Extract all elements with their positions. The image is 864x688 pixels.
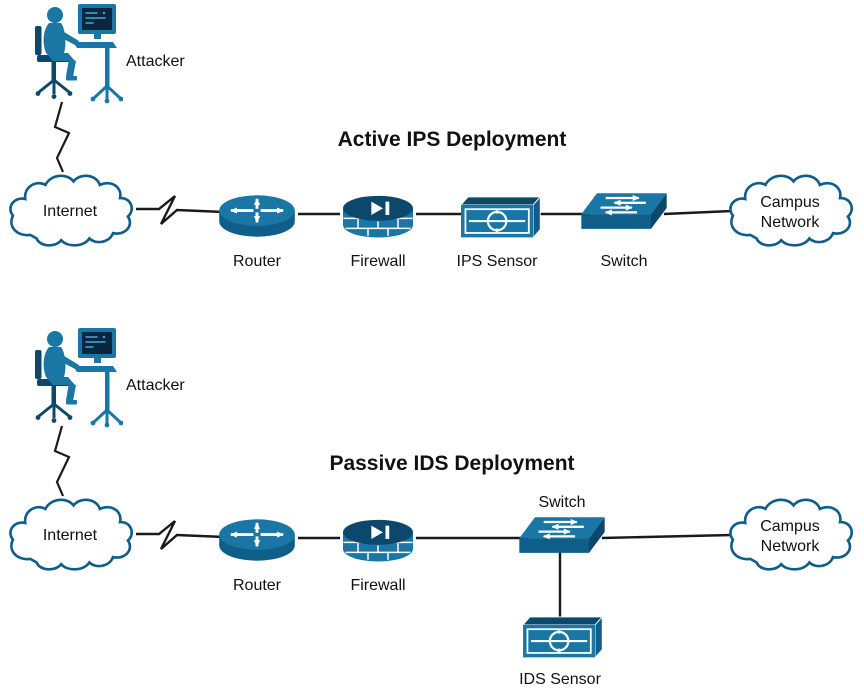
router-icon: [219, 195, 295, 236]
switch-label: Switch: [538, 494, 585, 511]
attacker-label: Attacker: [126, 377, 185, 394]
switch-campus-link: [601, 533, 733, 540]
attack-bolt-icon: [53, 425, 71, 497]
switch-campus-link: [663, 209, 733, 216]
firewall-icon: [342, 195, 414, 239]
firewall-label: Firewall: [350, 253, 405, 270]
internet-label: Internet: [43, 203, 98, 220]
campus-label-line2: Network: [761, 538, 821, 555]
router-label: Router: [233, 577, 282, 594]
attacker-icon: [33, 2, 123, 104]
ips-sensor-label: IPS Sensor: [457, 253, 539, 270]
switch-icon: [581, 193, 666, 229]
attack-bolt-icon: [53, 101, 71, 173]
internet-router-link: [136, 520, 225, 550]
internet-label: Internet: [43, 527, 98, 544]
internet-router-link: [136, 195, 225, 225]
passive-diagram-title: Passive IDS Deployment: [329, 452, 574, 475]
campus-label-line1: Campus: [760, 518, 820, 535]
firewall-icon: [342, 519, 414, 563]
ids-sensor-icon: [521, 615, 604, 659]
router-label: Router: [233, 253, 282, 270]
switch-label: Switch: [600, 253, 647, 270]
active-diagram-title: Active IPS Deployment: [338, 128, 567, 151]
attacker-icon: [33, 326, 123, 428]
attacker-label: Attacker: [126, 53, 185, 70]
active-ips-diagram: Active IPS Deployment Attacker Internet …: [9, 2, 854, 270]
passive-ids-diagram: Passive IDS Deployment Attacker Internet…: [9, 326, 854, 688]
campus-label-line2: Network: [761, 214, 821, 231]
ids-sensor-label: IDS Sensor: [519, 671, 601, 688]
router-icon: [219, 519, 295, 560]
switch-icon: [519, 517, 604, 553]
firewall-label: Firewall: [350, 577, 405, 594]
ips-sensor-icon: [459, 195, 542, 239]
campus-label-line1: Campus: [760, 194, 820, 211]
